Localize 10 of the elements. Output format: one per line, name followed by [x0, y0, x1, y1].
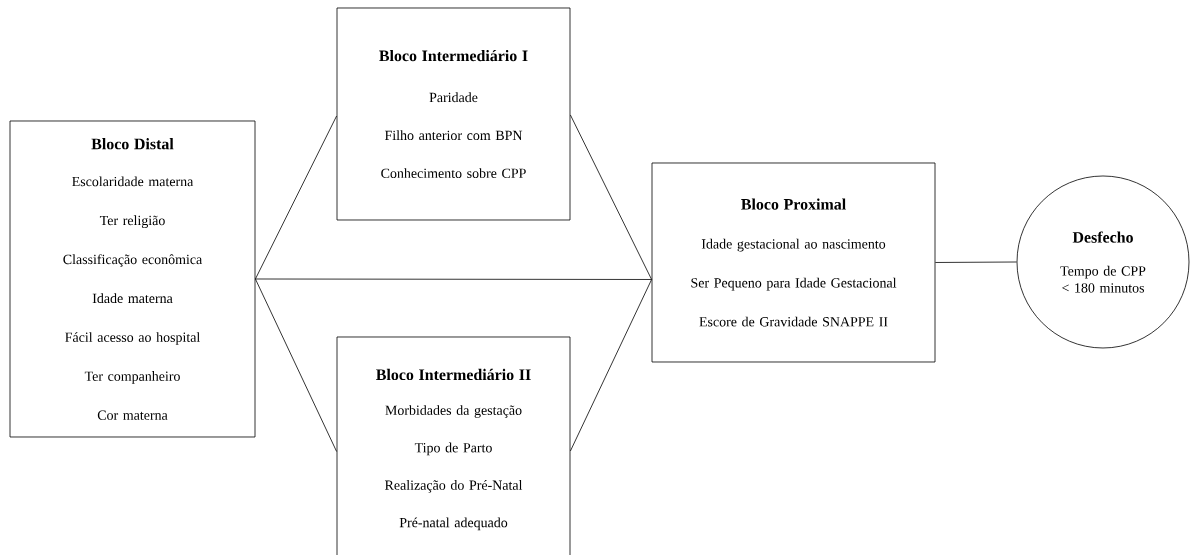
- connector-line: [255, 278, 337, 452]
- connector-line: [570, 279, 652, 452]
- block-box: Bloco Proximal Idade gestacional ao nascimento Ser Pequeno para Idade Gestacional Escore de Gravidade SNAPPE II: [651, 162, 936, 363]
- connector-line: [935, 261, 1017, 263]
- block-box: Bloco Intermediário II Morbidades da gestação Tipo de Parto Realização do Pré-Natal Pré-natal adequado: [336, 336, 571, 555]
- connector-line: [255, 278, 652, 280]
- connector-line: [255, 115, 337, 280]
- connector-line: [570, 114, 652, 280]
- block-box: Bloco Distal Escolaridade materna Ter religião Classificação econômica Idade materna Fácil acesso ao hospital Ter companheiro Cor materna: [9, 120, 256, 438]
- block-box: Bloco Intermediário I Paridade Filho anterior com BPN Conhecimento sobre CPP: [336, 7, 571, 221]
